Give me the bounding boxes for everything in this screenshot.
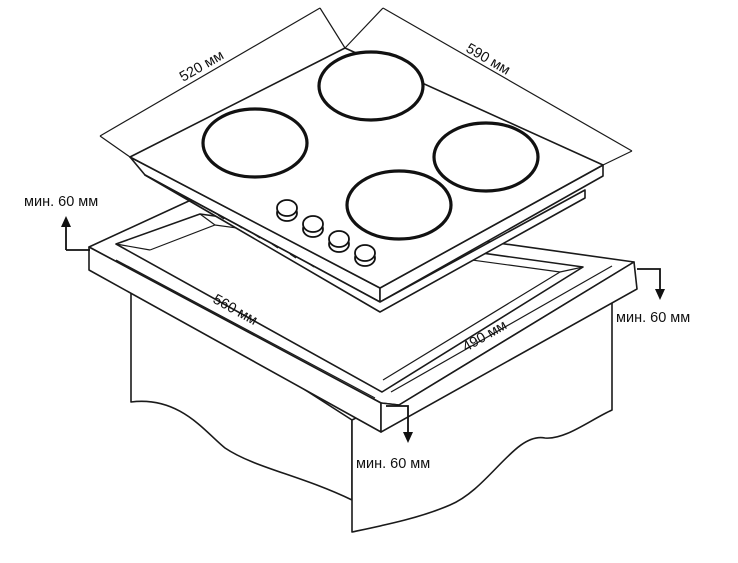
knob-2 <box>302 215 324 238</box>
clearance-arrows <box>61 216 665 443</box>
knob-3 <box>328 230 350 253</box>
dim-line-590 <box>344 7 633 166</box>
label-hob-depth: 590 мм <box>463 41 513 79</box>
arrow-top-left <box>61 216 90 251</box>
dim-line-490 <box>390 265 613 393</box>
label-clearance-bottom: мин. 60 мм <box>356 456 430 472</box>
burner-right <box>432 121 540 193</box>
dimension-lines <box>99 7 633 399</box>
dim-line-520 <box>99 7 346 158</box>
dim-line-560 <box>115 259 376 399</box>
control-knobs <box>276 199 376 267</box>
cabinet <box>130 277 613 533</box>
burner-front <box>345 169 453 241</box>
burner-rear <box>317 50 425 122</box>
countertop-right-face <box>380 261 638 433</box>
burner-left <box>201 107 309 179</box>
arrow-bottom <box>386 405 413 443</box>
knob-4 <box>354 244 376 267</box>
cabinet-left-side <box>130 277 353 501</box>
label-clearance-top-left: мин. 60 мм <box>24 194 98 210</box>
mounting-clips <box>217 214 315 268</box>
label-clearance-right: мин. 60 мм <box>616 310 690 326</box>
knob-1 <box>276 199 298 222</box>
arrow-right <box>637 268 665 300</box>
cabinet-right-side <box>351 289 613 533</box>
hob-underside <box>144 174 586 313</box>
